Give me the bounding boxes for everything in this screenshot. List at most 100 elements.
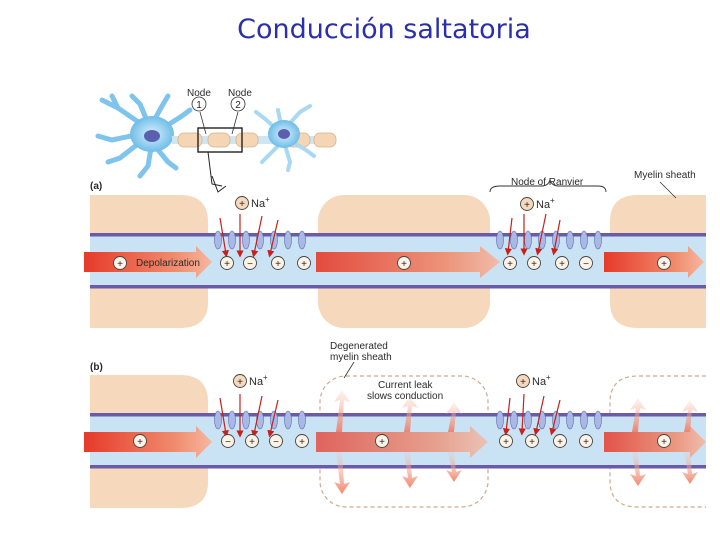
svg-text:+: + xyxy=(507,259,513,270)
panel-b: (b) xyxy=(84,341,706,508)
svg-text:−: − xyxy=(247,259,253,270)
svg-text:+: + xyxy=(550,196,555,205)
panel-b-membrane-top xyxy=(90,413,706,417)
svg-text:+: + xyxy=(531,259,537,270)
svg-text:+: + xyxy=(546,373,551,382)
negative-charge: − xyxy=(243,256,257,270)
svg-text:Na: Na xyxy=(532,376,547,388)
svg-text:+: + xyxy=(503,437,509,448)
positive-charge: + xyxy=(220,256,234,270)
svg-text:+: + xyxy=(263,373,268,382)
panel-a-membrane-bottom xyxy=(90,285,706,289)
degenerated-label-line2: myelin sheath xyxy=(330,352,392,363)
positive-charge: + xyxy=(297,256,311,270)
svg-text:+: + xyxy=(520,377,526,388)
positive-charge: + xyxy=(245,434,259,448)
degenerated-leader xyxy=(343,361,355,379)
negative-charge: − xyxy=(221,434,235,448)
svg-text:+: + xyxy=(137,437,143,448)
panel-a-membrane-top xyxy=(90,233,706,237)
svg-text:+: + xyxy=(237,377,243,388)
panel-a-charges: + + − + + + + + + − + xyxy=(113,256,671,270)
node1-number: 1 xyxy=(196,100,202,111)
svg-text:−: − xyxy=(225,437,231,448)
svg-text:−: − xyxy=(583,259,589,270)
svg-text:Na: Na xyxy=(249,376,264,388)
node2-label: Node xyxy=(228,88,252,99)
svg-text:+: + xyxy=(265,195,270,204)
svg-text:+: + xyxy=(524,200,530,211)
positive-charge: + xyxy=(271,256,285,270)
svg-text:+: + xyxy=(301,259,307,270)
svg-text:+: + xyxy=(379,437,385,448)
panel-b-label: (b) xyxy=(90,362,103,373)
positive-charge: + xyxy=(295,434,309,448)
panel-a-channels-node1 xyxy=(214,230,306,250)
panel-b-na-label-1: + Na + xyxy=(233,373,268,388)
page-title: Conducción saltatoria xyxy=(237,14,531,45)
zoom-pointer xyxy=(207,151,223,187)
panel-a-na-arrows xyxy=(219,213,561,258)
positive-charge: + xyxy=(397,256,411,270)
node1-circle xyxy=(191,96,207,112)
positive-charge: + xyxy=(503,256,517,270)
neuron-illustration: Node 1 Node 2 xyxy=(95,88,337,193)
depolarization-label: Depolarization xyxy=(136,258,200,269)
svg-text:−: − xyxy=(273,437,279,448)
svg-text:+: + xyxy=(529,437,535,448)
panel-b-na-arrows xyxy=(219,393,561,438)
svg-text:+: + xyxy=(557,437,563,448)
negative-charge: − xyxy=(269,434,283,448)
left-nucleus xyxy=(144,130,160,142)
positive-charge: + xyxy=(375,434,389,448)
panel-b-current-arrow-1 xyxy=(84,426,212,458)
svg-text:+: + xyxy=(559,259,565,270)
svg-text:Na: Na xyxy=(251,198,266,210)
panel-b-membrane-bottom xyxy=(90,465,706,469)
node2-number: 2 xyxy=(235,100,241,111)
svg-text:+: + xyxy=(249,437,255,448)
positive-charge: + xyxy=(657,434,671,448)
node-of-ranvier-label: Node of Ranvier xyxy=(511,177,584,188)
panel-a: (a) xyxy=(84,170,706,328)
zoom-box xyxy=(197,127,243,153)
svg-text:+: + xyxy=(275,259,281,270)
depolarization-arrow-1 xyxy=(84,246,212,278)
myelin-sheath-leader xyxy=(659,181,677,199)
node2-circle xyxy=(230,96,246,112)
svg-text:+: + xyxy=(299,437,305,448)
panel-a-label: (a) xyxy=(90,181,102,192)
myelin-sheath-label: Myelin sheath xyxy=(634,170,696,181)
positive-charge: + xyxy=(527,256,541,270)
panel-b-channels-node2 xyxy=(496,410,602,430)
panel-b-leak-arrows xyxy=(334,390,698,494)
svg-text:+: + xyxy=(661,437,667,448)
positive-charge: + xyxy=(133,434,147,448)
depolarization-arrow-3 xyxy=(604,246,704,278)
positive-charge: + xyxy=(657,256,671,270)
svg-text:+: + xyxy=(224,259,230,270)
svg-text:+: + xyxy=(583,437,589,448)
positive-charge: + xyxy=(555,256,569,270)
positive-charge: + xyxy=(553,434,567,448)
node-of-ranvier-bracket xyxy=(489,178,607,193)
node1-label: Node xyxy=(187,88,211,99)
svg-text:+: + xyxy=(401,259,407,270)
degenerated-label-line1: Degenerated xyxy=(330,341,388,352)
panel-b-current-arrow-2 xyxy=(316,426,488,458)
svg-text:+: + xyxy=(661,259,667,270)
panel-a-na-label-1: + Na + xyxy=(235,195,270,210)
current-leak-line1: Current leak xyxy=(378,380,433,391)
positive-charge: + xyxy=(113,256,127,270)
negative-charge: − xyxy=(579,256,593,270)
panel-a-channels-node2 xyxy=(496,230,602,250)
right-nucleus xyxy=(278,129,290,139)
svg-text:Na: Na xyxy=(536,199,551,211)
positive-charge: + xyxy=(525,434,539,448)
current-leak-line2: slows conduction xyxy=(367,391,443,402)
panel-b-current-arrow-3 xyxy=(604,426,706,458)
positive-charge: + xyxy=(499,434,513,448)
panel-b-channels-node1 xyxy=(214,410,306,430)
panel-b-charges: + − + − + + + + + + + xyxy=(133,434,671,448)
